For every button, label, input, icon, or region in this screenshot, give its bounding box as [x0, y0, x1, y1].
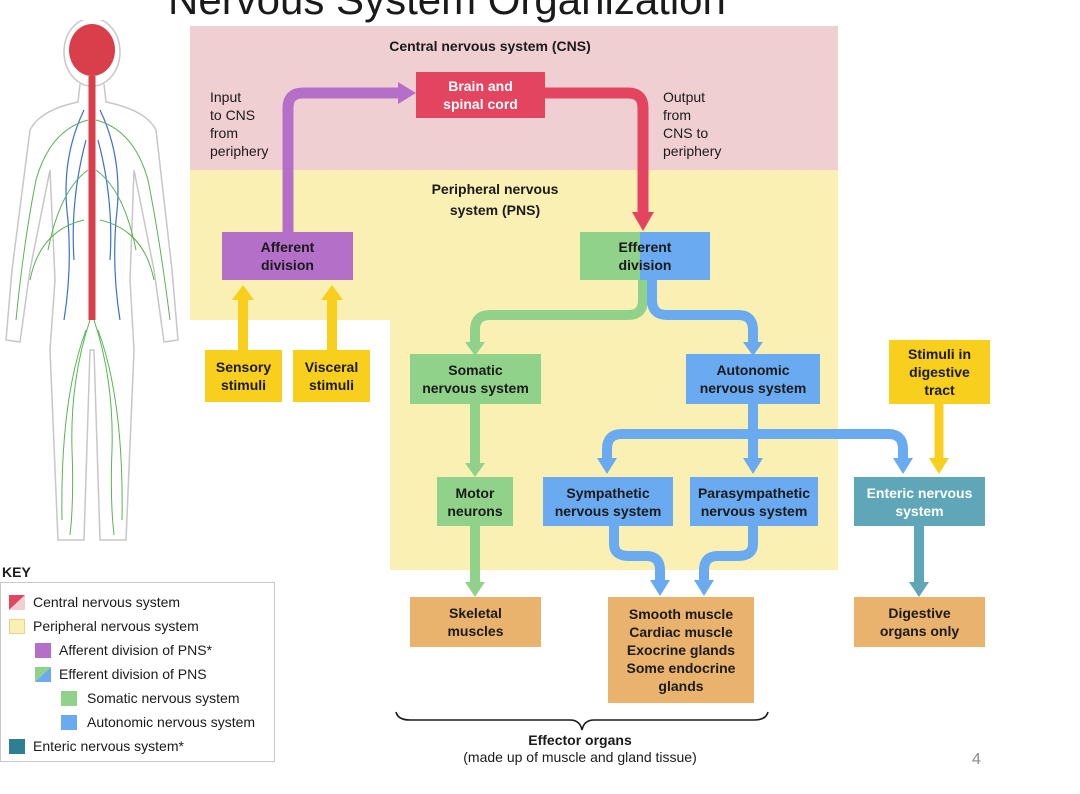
enteric-swatch [9, 739, 25, 754]
afferent-swatch [35, 643, 51, 658]
somatic-swatch [61, 691, 77, 706]
autonomic-swatch [61, 715, 77, 730]
key-item-autonomic: Autonomic nervous system [87, 714, 256, 730]
key-title: KEY [2, 564, 31, 580]
key-item-enteric: Enteric nervous system* [33, 738, 184, 754]
pns-label-line2: system (PNS) [449, 202, 541, 218]
key-item-cns: Central nervous system [33, 594, 181, 610]
nervous-system-figure [5, 20, 179, 541]
key-legend: Central nervous system Peripheral nervou… [0, 582, 275, 762]
pns-swatch [9, 619, 25, 634]
page-number: 4 [972, 751, 981, 768]
key-item-afferent: Afferent division of PNS* [59, 642, 213, 658]
key-item-somatic: Somatic nervous system [87, 690, 240, 706]
page-title: Nervous System Organization [168, 0, 726, 24]
key-item-pns: Peripheral nervous system [33, 618, 199, 634]
effector-organs-sub: (made up of muscle and gland tissue) [463, 749, 697, 765]
effector-organs-label: Effector organs [528, 732, 632, 748]
pns-label-line1: Peripheral nervous [431, 181, 559, 197]
efferent-swatch [35, 667, 51, 682]
cns-label: Central nervous system (CNS) [389, 38, 591, 54]
key-item-efferent: Efferent division of PNS [59, 666, 207, 682]
cns-swatch [9, 595, 25, 610]
